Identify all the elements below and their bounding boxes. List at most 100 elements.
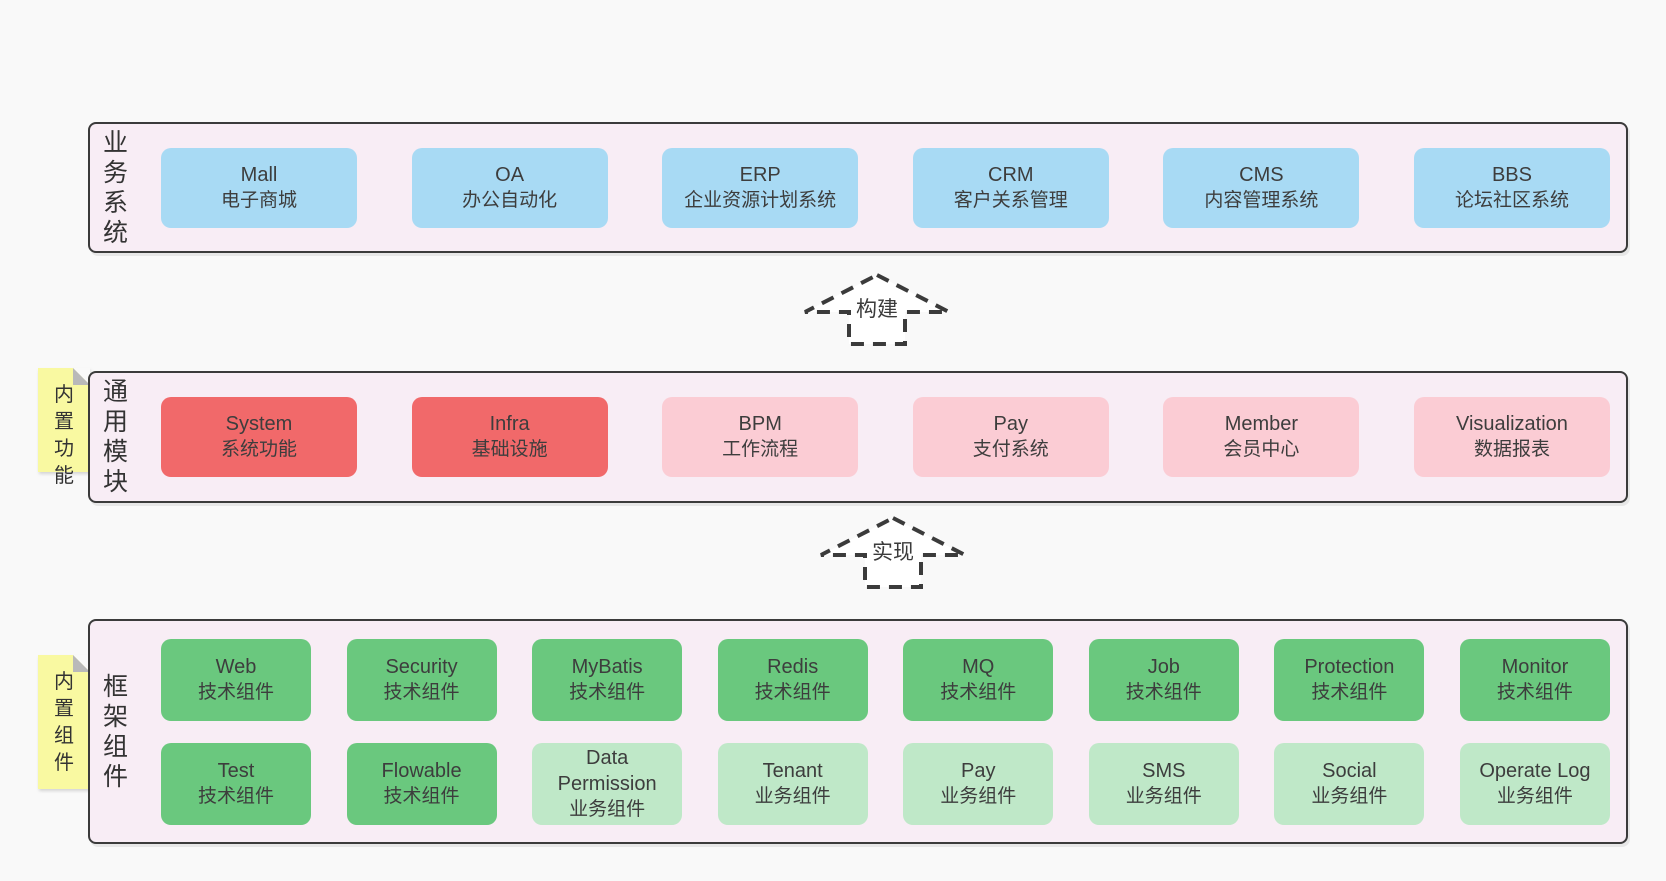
box-subtitle: 业务组件 bbox=[1496, 785, 1573, 807]
box-title: CMS bbox=[1239, 163, 1284, 186]
box-subtitle: 内容管理系统 bbox=[1204, 189, 1319, 211]
box-title: Test bbox=[217, 759, 255, 782]
sticky-built-in-features: 内置功能 bbox=[38, 368, 90, 487]
box-pay: Pay 支付系统 bbox=[912, 397, 1109, 477]
box-crm: CRM 客户关系管理 bbox=[912, 147, 1109, 228]
arrow-build-label: 构建 bbox=[854, 296, 900, 324]
box-monitor: Monitor 技术组件 bbox=[1459, 638, 1610, 721]
box-subtitle: 技术组件 bbox=[1496, 681, 1573, 703]
sticky-label: 内置组件 bbox=[54, 671, 74, 774]
box-oa: OA 办公自动化 bbox=[411, 147, 608, 228]
box-title: Job bbox=[1147, 655, 1180, 678]
sticky-built-in-components: 内置组件 bbox=[38, 655, 90, 789]
box-title: Data Permission bbox=[557, 746, 657, 795]
box-subtitle: 技术组件 bbox=[940, 681, 1017, 703]
box-subtitle: 基础设施 bbox=[471, 439, 548, 460]
box-title: BBS bbox=[1491, 163, 1532, 186]
box-title: Mall bbox=[240, 163, 278, 186]
panel-label-framework-components: 框架组件 bbox=[102, 672, 128, 791]
box-social: Social 业务组件 bbox=[1274, 742, 1425, 825]
box-subtitle: 论坛社区系统 bbox=[1454, 189, 1569, 211]
box-title: Operate Log bbox=[1479, 759, 1591, 782]
panel-label-common-modules: 通用模块 bbox=[102, 378, 128, 496]
box-subtitle: 办公自动化 bbox=[462, 189, 558, 211]
box-protection: Protection 技术组件 bbox=[1274, 638, 1425, 721]
box-job: Job 技术组件 bbox=[1088, 638, 1239, 721]
box-subtitle: 技术组件 bbox=[197, 785, 274, 807]
box-security: Security 技术组件 bbox=[346, 638, 497, 721]
box-title: System bbox=[225, 413, 293, 435]
framework-components-grid: Web 技术组件 Security 技术组件 MyBatis 技术组件 Redi… bbox=[137, 638, 1626, 825]
box-subtitle: 系统功能 bbox=[220, 439, 297, 460]
box-subtitle: 工作流程 bbox=[722, 439, 799, 460]
box-subtitle: 业务组件 bbox=[1311, 785, 1388, 807]
box-title: Pay bbox=[961, 759, 996, 782]
box-subtitle: 数据报表 bbox=[1473, 439, 1550, 460]
box-subtitle: 业务组件 bbox=[940, 785, 1017, 807]
box-title: Monitor bbox=[1501, 655, 1569, 678]
box-infra: Infra 基础设施 bbox=[411, 397, 608, 477]
box-title: Member bbox=[1224, 413, 1299, 435]
box-bbs: BBS 论坛社区系统 bbox=[1413, 147, 1610, 228]
box-redis: Redis 技术组件 bbox=[717, 638, 868, 721]
box-cms: CMS 内容管理系统 bbox=[1163, 147, 1360, 228]
box-subtitle: 支付系统 bbox=[972, 439, 1049, 460]
box-flowable: Flowable 技术组件 bbox=[346, 742, 497, 825]
arrow-up-implement-icon: 实现 bbox=[813, 515, 973, 591]
tech-components-row: Web 技术组件 Security 技术组件 MyBatis 技术组件 Redi… bbox=[161, 638, 1610, 721]
box-title: OA bbox=[495, 163, 525, 186]
box-subtitle: 客户关系管理 bbox=[953, 189, 1068, 211]
sticky-label: 内置功能 bbox=[54, 384, 74, 487]
box-title: Infra bbox=[489, 413, 530, 435]
box-subtitle: 会员中心 bbox=[1223, 439, 1300, 460]
box-title: Visualization bbox=[1456, 413, 1568, 435]
box-pay-business: Pay 业务组件 bbox=[903, 742, 1054, 825]
box-title: Security bbox=[385, 655, 458, 678]
box-member: Member 会员中心 bbox=[1163, 397, 1360, 477]
box-title: SMS bbox=[1142, 759, 1186, 782]
box-subtitle: 业务组件 bbox=[1125, 785, 1202, 807]
box-title: MyBatis bbox=[571, 655, 643, 678]
box-subtitle: 技术组件 bbox=[569, 681, 646, 703]
box-system: System 系统功能 bbox=[161, 397, 357, 477]
box-title: Web bbox=[215, 655, 257, 678]
box-subtitle: 技术组件 bbox=[1311, 681, 1388, 703]
box-web: Web 技术组件 bbox=[161, 638, 311, 721]
box-tenant: Tenant 业务组件 bbox=[717, 742, 868, 825]
box-subtitle: 企业资源计划系统 bbox=[684, 189, 837, 211]
box-subtitle: 技术组件 bbox=[383, 681, 460, 703]
box-erp: ERP 企业资源计划系统 bbox=[662, 147, 859, 228]
box-title: BPM bbox=[738, 413, 782, 435]
box-subtitle: 技术组件 bbox=[1125, 681, 1202, 703]
box-mybatis: MyBatis 技术组件 bbox=[532, 638, 683, 721]
box-title: Pay bbox=[993, 413, 1029, 435]
box-subtitle: 技术组件 bbox=[383, 785, 460, 807]
common-modules-row: System 系统功能 Infra 基础设施 BPM 工作流程 Pay 支付系统… bbox=[137, 397, 1626, 477]
business-systems-row: Mall 电子商城 OA 办公自动化 ERP 企业资源计划系统 CRM 客户关系… bbox=[137, 147, 1626, 228]
panel-common-modules: 通用模块 System 系统功能 Infra 基础设施 BPM 工作流程 Pay… bbox=[88, 371, 1628, 503]
arrow-implement-label: 实现 bbox=[870, 539, 916, 567]
box-subtitle: 技术组件 bbox=[754, 681, 831, 703]
box-subtitle: 电子商城 bbox=[220, 189, 297, 211]
box-visualization: Visualization 数据报表 bbox=[1413, 397, 1610, 477]
box-title: Tenant bbox=[762, 759, 823, 782]
box-title: ERP bbox=[739, 163, 781, 186]
box-operate-log: Operate Log 业务组件 bbox=[1459, 742, 1610, 825]
panel-label-business-systems: 业务系统 bbox=[102, 128, 128, 247]
box-title: CRM bbox=[988, 163, 1034, 186]
box-mq: MQ 技术组件 bbox=[903, 638, 1054, 721]
panel-business-systems: 业务系统 Mall 电子商城 OA 办公自动化 ERP 企业资源计划系统 CRM… bbox=[88, 122, 1628, 253]
box-subtitle: 业务组件 bbox=[754, 785, 831, 807]
box-title: Redis bbox=[767, 655, 819, 678]
box-bpm: BPM 工作流程 bbox=[662, 397, 859, 477]
box-data-permission: Data Permission 业务组件 bbox=[532, 742, 683, 825]
box-title: MQ bbox=[962, 655, 995, 678]
box-title: Flowable bbox=[381, 759, 462, 782]
business-components-row: Test 技术组件 Flowable 技术组件 Data Permission … bbox=[161, 742, 1610, 825]
panel-framework-components: 框架组件 Web 技术组件 Security 技术组件 MyBatis 技术组件… bbox=[88, 619, 1628, 844]
box-subtitle: 技术组件 bbox=[197, 681, 274, 703]
box-title: Social bbox=[1322, 759, 1377, 782]
box-title: Protection bbox=[1304, 655, 1395, 678]
box-sms: SMS 业务组件 bbox=[1088, 742, 1239, 825]
